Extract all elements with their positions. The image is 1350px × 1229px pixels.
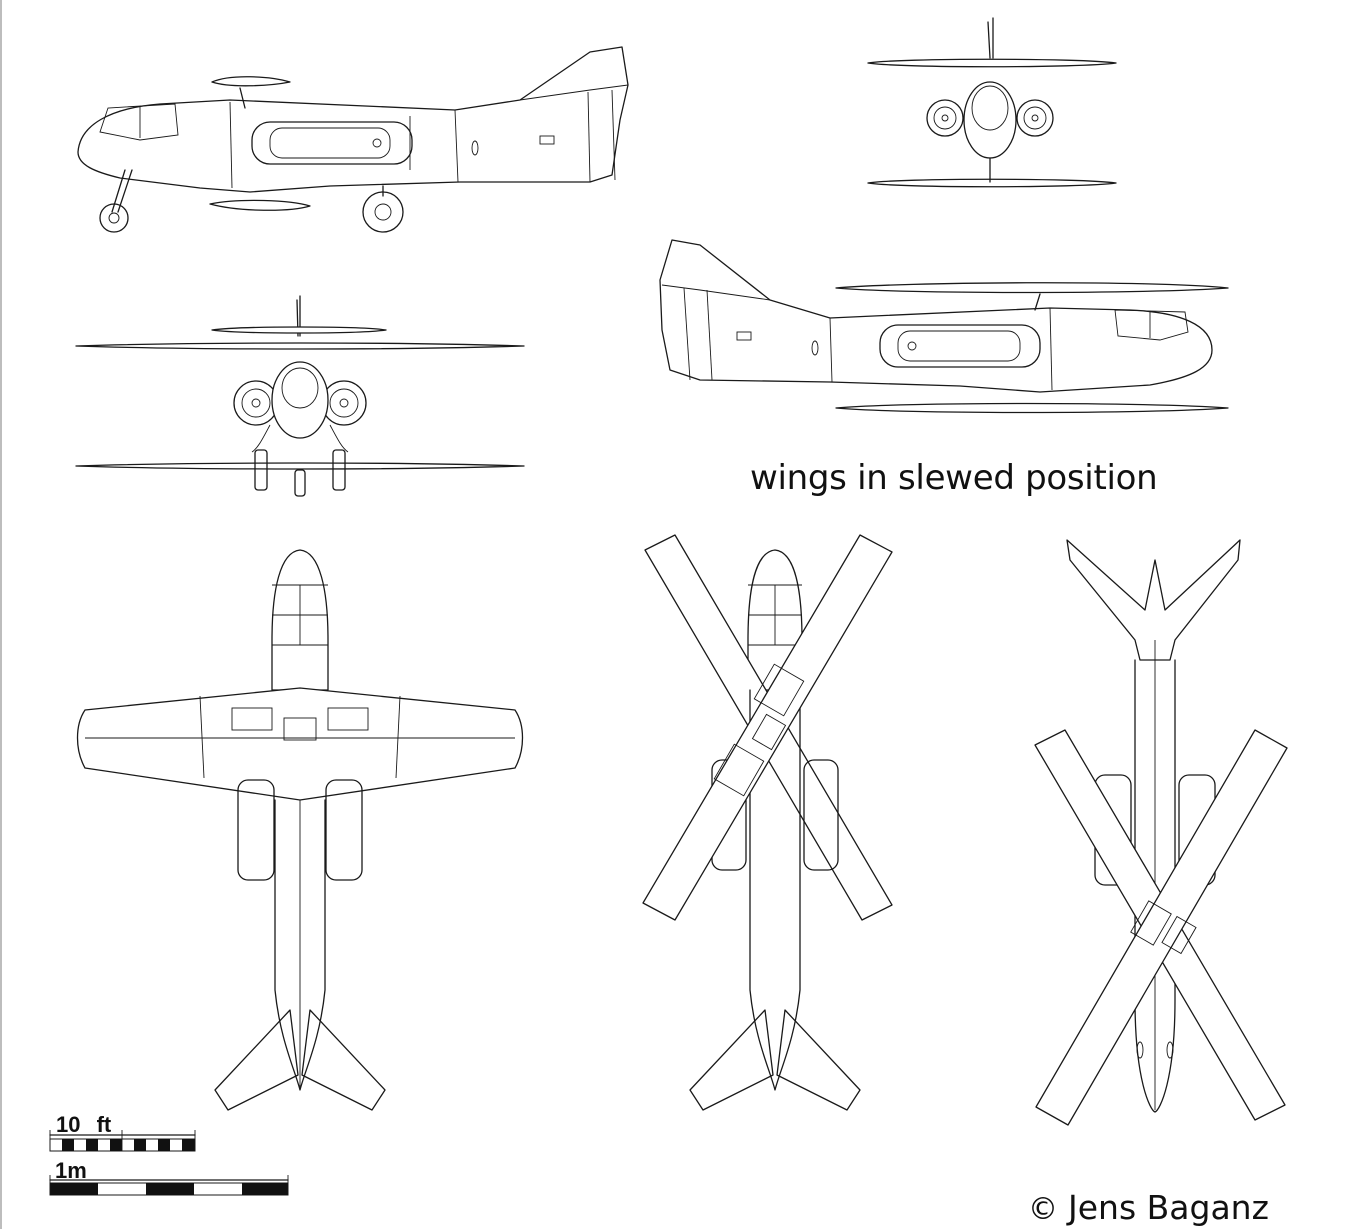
scale-feet-unit: ft [96,1112,112,1137]
side-view-aircraft [77,46,629,233]
top-view-aircraft-slewed-2 [1034,539,1288,1126]
page-left-border [0,0,2,1229]
copyright-credit: © Jens Baganz [1028,1188,1269,1227]
scale-label-meters: 1m [55,1158,87,1183]
front-view-aircraft-large [75,295,525,497]
front-view-aircraft-small [867,17,1117,188]
top-view-aircraft [76,549,524,1111]
scale-bar-feet [49,1130,196,1152]
scale-bar-meters [49,1175,289,1196]
top-view-aircraft-slewed-1 [642,534,893,1111]
side-view-aircraft-slewed [659,239,1229,414]
caption-slewed-wings: wings in slewed position [750,458,1158,498]
scale-feet-value: 10 [56,1112,81,1137]
scale-label-feet: 10 ft [56,1112,111,1138]
copyright-icon: © [1028,1192,1058,1227]
author-name: Jens Baganz [1068,1188,1269,1227]
